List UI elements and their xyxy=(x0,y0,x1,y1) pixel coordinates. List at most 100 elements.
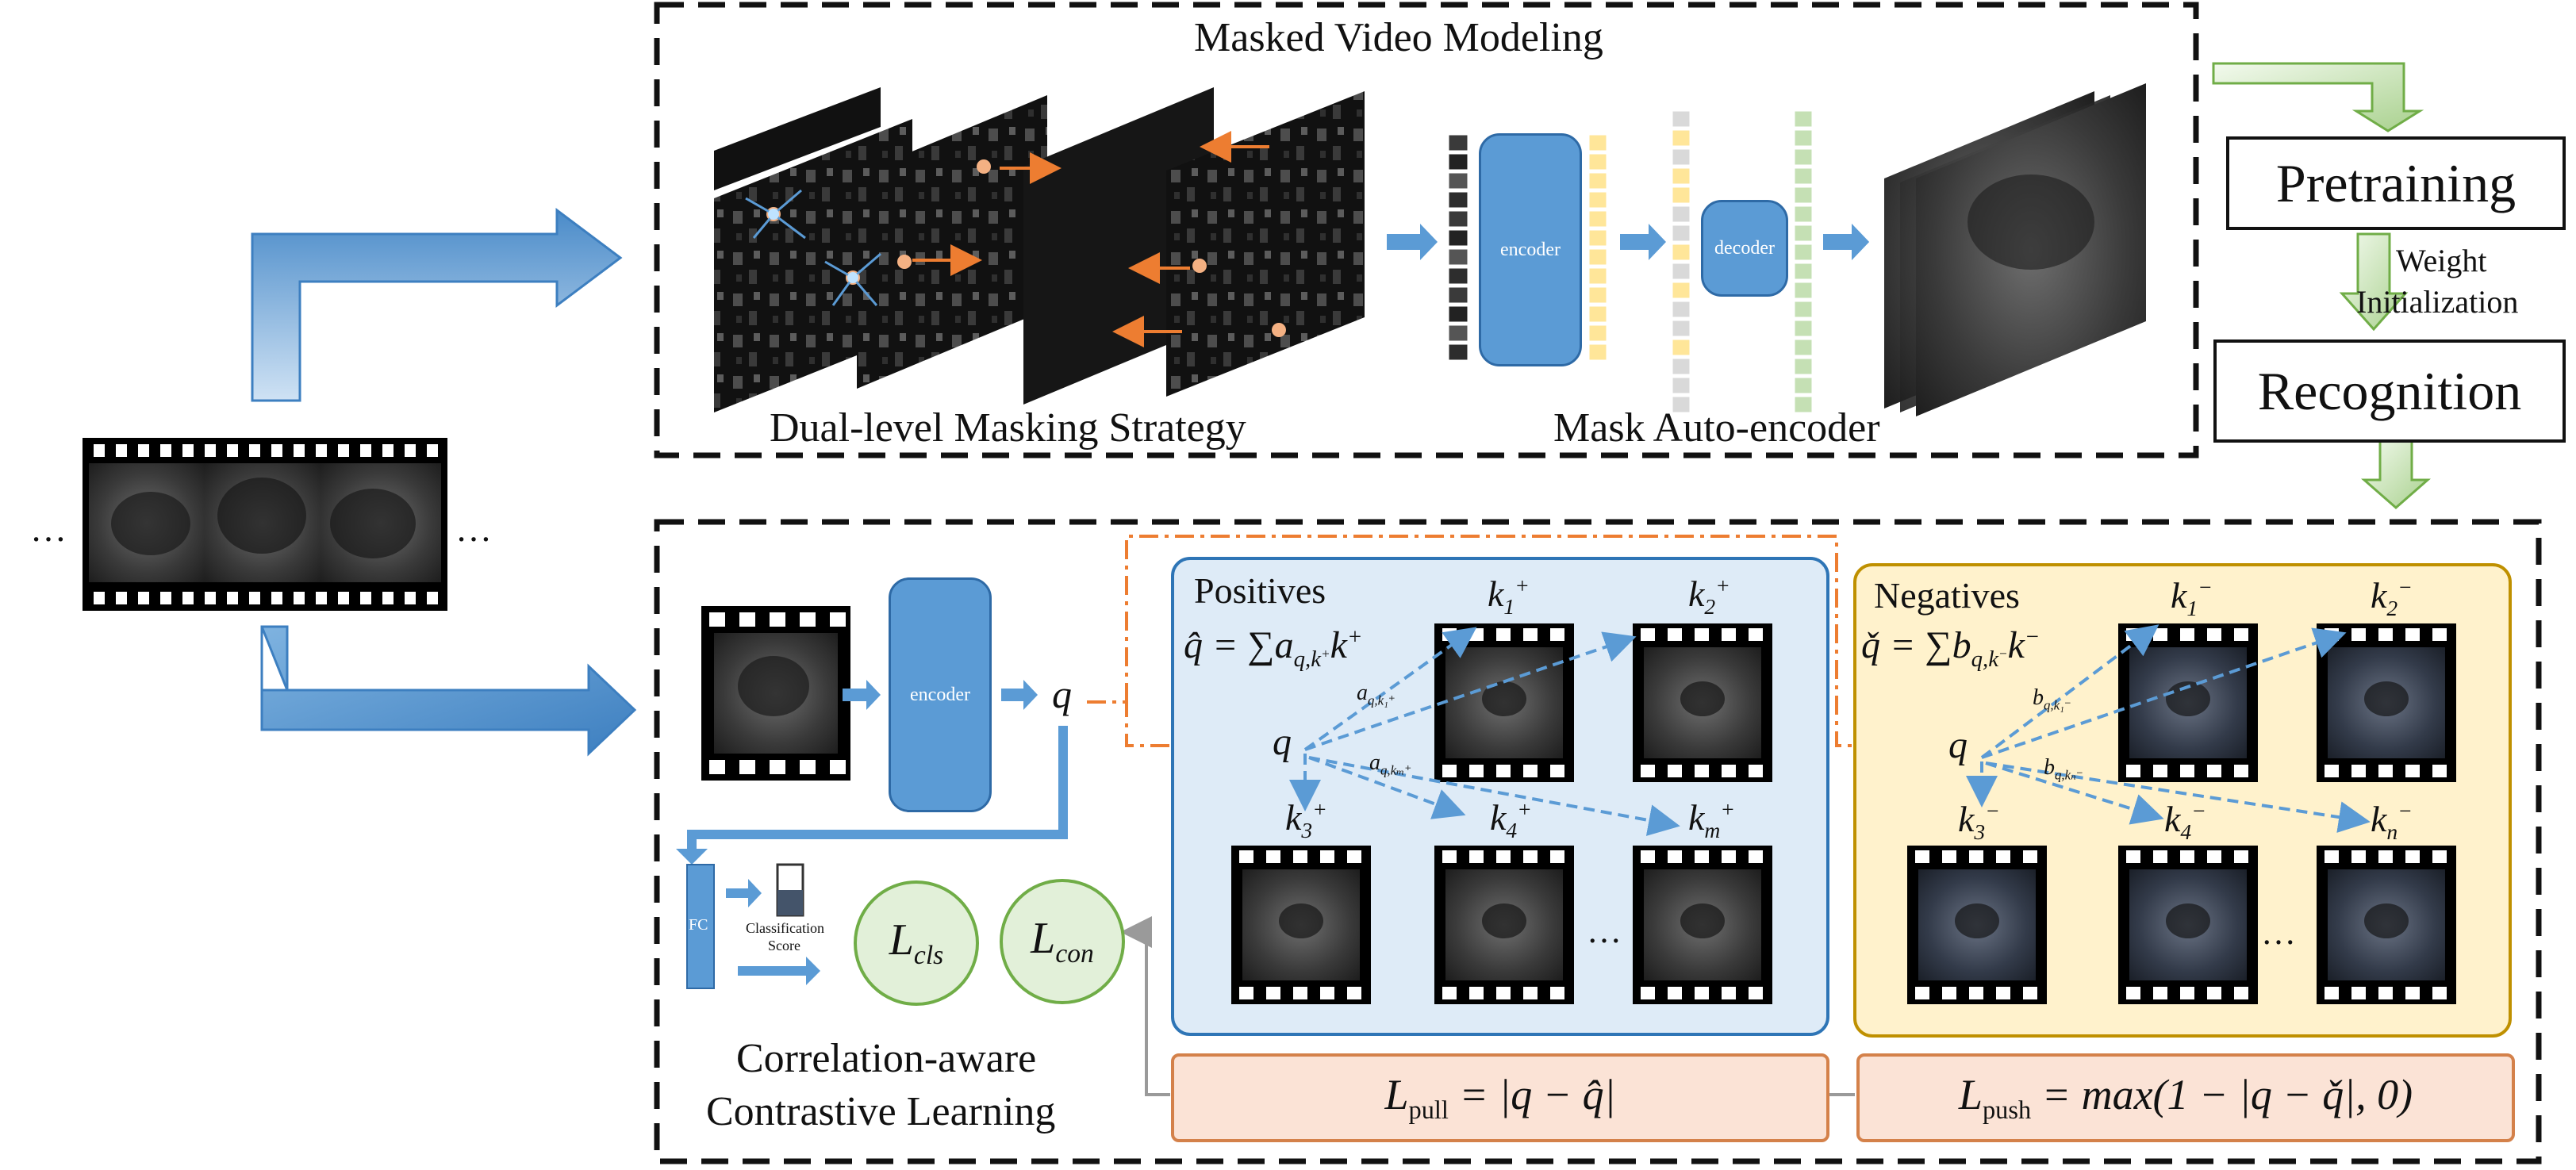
film-hole xyxy=(830,760,846,774)
positive-thumbnails xyxy=(1231,623,1772,1004)
patch-token xyxy=(1448,153,1468,171)
film-thumbnail xyxy=(1633,623,1772,782)
weight-bn: bq,kₙ⁻ xyxy=(2044,755,2083,783)
patch-token xyxy=(1448,172,1468,190)
input-ellipsis-right: … xyxy=(455,508,492,549)
mae-encoder-block: encoder xyxy=(1479,133,1582,366)
film-hole xyxy=(138,444,149,457)
film-hole xyxy=(770,760,785,774)
positives-title: Positives xyxy=(1194,570,1326,611)
film-hole xyxy=(249,592,260,604)
mae-decoder-label: decoder xyxy=(1714,237,1775,259)
patch-token xyxy=(1448,267,1468,285)
pull-loss-formula: Lpull = |q − q̂| xyxy=(1384,1071,1616,1125)
patch-token xyxy=(1588,191,1607,209)
patch-token xyxy=(1794,377,1813,394)
patch-token xyxy=(1672,339,1691,356)
film-hole xyxy=(160,444,171,457)
patch-token xyxy=(1672,358,1691,375)
film-thumbnail xyxy=(2317,623,2456,782)
contrastive-title-line2: Contrastive Learning xyxy=(706,1089,1056,1134)
recognition-label: Recognition xyxy=(2257,360,2522,421)
input-token-column xyxy=(1448,134,1468,361)
top-section-frame xyxy=(654,2,2199,458)
patch-token xyxy=(1588,172,1607,190)
negatives-title: Negatives xyxy=(1874,575,2020,616)
upper-blue-arrow xyxy=(251,208,623,402)
film-hole xyxy=(94,592,105,604)
push-loss-formula: Lpush = max(1 − |q − q̌|, 0) xyxy=(1958,1071,2413,1125)
film-hole xyxy=(382,592,394,604)
patch-token xyxy=(1794,301,1813,318)
film-hole xyxy=(360,592,371,604)
film-hole xyxy=(316,592,327,604)
patch-token xyxy=(1794,186,1813,204)
film-hole xyxy=(182,444,194,457)
film-hole xyxy=(160,592,171,604)
film-thumbnail xyxy=(1633,846,1772,1004)
neg-k2-label: k2− xyxy=(2371,574,2413,621)
film-hole xyxy=(770,612,785,627)
film-hole xyxy=(800,760,816,774)
patch-token xyxy=(1448,305,1468,323)
film-hole xyxy=(709,760,725,774)
patch-token xyxy=(1448,191,1468,209)
patch-token xyxy=(1794,148,1813,166)
weight-am: aq,kₘ⁺ xyxy=(1369,750,1412,778)
film-hole xyxy=(739,760,755,774)
pretraining-label: Pretraining xyxy=(2275,152,2516,213)
masking-strategy-label: Dual-level Masking Strategy xyxy=(770,405,1246,451)
pos-k3-label: k3+ xyxy=(1285,796,1327,843)
masked-token-column xyxy=(1672,110,1691,413)
film-thumbnail xyxy=(1434,623,1574,782)
patch-token xyxy=(1672,320,1691,337)
recog-encoder-block: encoder xyxy=(889,577,992,812)
film-hole xyxy=(360,444,371,457)
negatives-formula: q̌ = ∑bq,k−k− xyxy=(1861,624,2040,672)
l-con-label: Lcon xyxy=(1031,914,1094,969)
push-loss-box: Lpush = max(1 − |q − q̌|, 0) xyxy=(1856,1053,2515,1142)
patch-token xyxy=(1672,167,1691,185)
pos-ellipsis: … xyxy=(1587,911,1622,950)
clip-filmstrip xyxy=(701,606,850,781)
patch-token xyxy=(1588,134,1607,152)
patch-token xyxy=(1672,263,1691,280)
patch-token xyxy=(1588,210,1607,228)
orange-link-positives xyxy=(1087,700,1248,761)
green-arrow-to-pretraining xyxy=(2212,62,2424,132)
film-thumbnail xyxy=(1434,846,1574,1004)
q-feature: q xyxy=(1052,672,1072,716)
patch-token xyxy=(1588,229,1607,247)
green-arrow-to-recognition xyxy=(2361,439,2431,509)
patch-token xyxy=(1794,129,1813,147)
film-hole xyxy=(138,592,149,604)
patch-token xyxy=(1794,396,1813,413)
recognition-box: Recognition xyxy=(2213,339,2566,443)
film-hole xyxy=(205,592,216,604)
patch-token xyxy=(1672,396,1691,413)
weight-a1: aq,k₁⁺ xyxy=(1357,681,1395,708)
patch-token xyxy=(1448,343,1468,361)
neg-kn-label: kn− xyxy=(2371,798,2413,845)
film-hole xyxy=(182,592,194,604)
film-hole xyxy=(227,444,238,457)
film-hole xyxy=(338,444,349,457)
cls-score-line2: Score xyxy=(768,938,800,953)
patch-token xyxy=(1672,224,1691,242)
film-hole xyxy=(271,444,282,457)
film-thumbnail xyxy=(1231,846,1371,1004)
input-filmstrip xyxy=(83,438,447,611)
bottom-section-frame xyxy=(654,519,2542,1164)
film-thumbnail xyxy=(2317,846,2456,1004)
patch-token xyxy=(1794,224,1813,242)
lower-blue-arrow xyxy=(260,625,637,757)
weight-init-line1: Weight xyxy=(2396,243,2487,278)
contrastive-title-line1: Correlation-aware xyxy=(736,1036,1037,1081)
loss-feedback-connector xyxy=(1120,916,1170,1096)
film-hole xyxy=(405,444,416,457)
cls-score-line1: Classification xyxy=(746,920,824,936)
film-hole xyxy=(294,592,305,604)
patch-token xyxy=(1672,377,1691,394)
